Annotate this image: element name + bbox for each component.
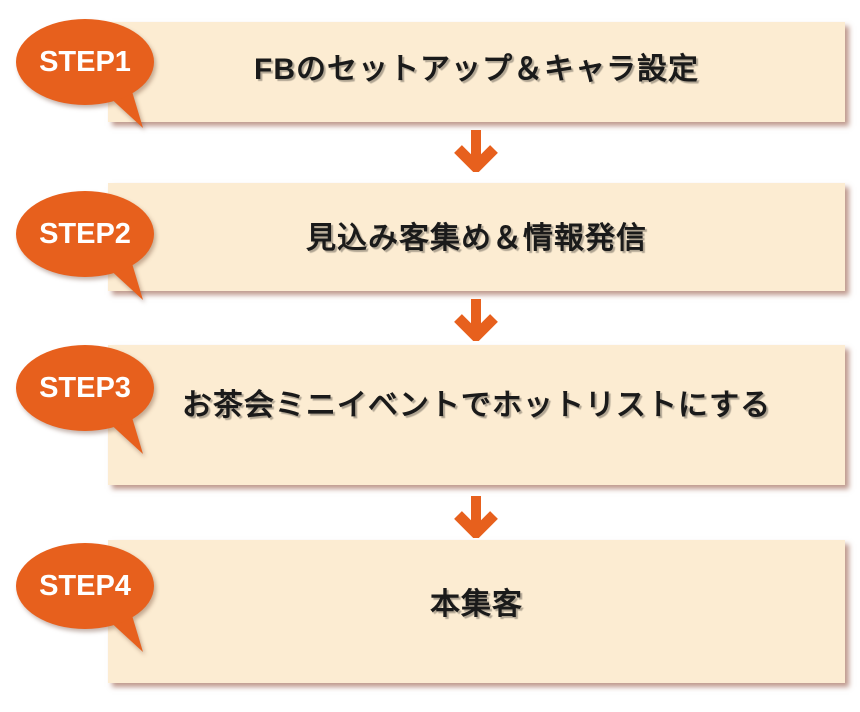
- step-3-label: STEP3: [39, 372, 131, 404]
- step-3-box: お茶会ミニイベントでホットリストにする: [108, 345, 845, 485]
- speech-bubble-icon: [16, 19, 154, 128]
- step-2-box: 見込み客集め＆情報発信: [108, 183, 845, 291]
- speech-bubble-icon: [16, 543, 154, 652]
- speech-bubble-icon: [16, 191, 154, 300]
- step-2-text: 見込み客集め＆情報発信: [306, 222, 647, 255]
- step-1-label: STEP1: [39, 46, 131, 78]
- step-2-bubble: STEP2: [14, 188, 174, 313]
- step-3-bubble: STEP3: [14, 342, 174, 467]
- step-2-label: STEP2: [39, 218, 131, 250]
- down-arrow-icon: [454, 496, 498, 541]
- step-1-text: FBのセットアップ＆キャラ設定: [254, 53, 699, 86]
- down-arrow-icon: [454, 299, 498, 344]
- step-4-bubble: STEP4: [14, 540, 174, 665]
- step-4-text: 本集客: [430, 587, 523, 621]
- step-4-box: 本集客: [108, 540, 845, 683]
- step-3-text: お茶会ミニイベントでホットリストにする: [181, 389, 772, 422]
- step-1-bubble: STEP1: [14, 16, 174, 141]
- down-arrow-icon: [454, 130, 498, 175]
- step-4-label: STEP4: [39, 570, 131, 602]
- speech-bubble-icon: [16, 345, 154, 454]
- step-1-box: FBのセットアップ＆キャラ設定: [108, 22, 845, 122]
